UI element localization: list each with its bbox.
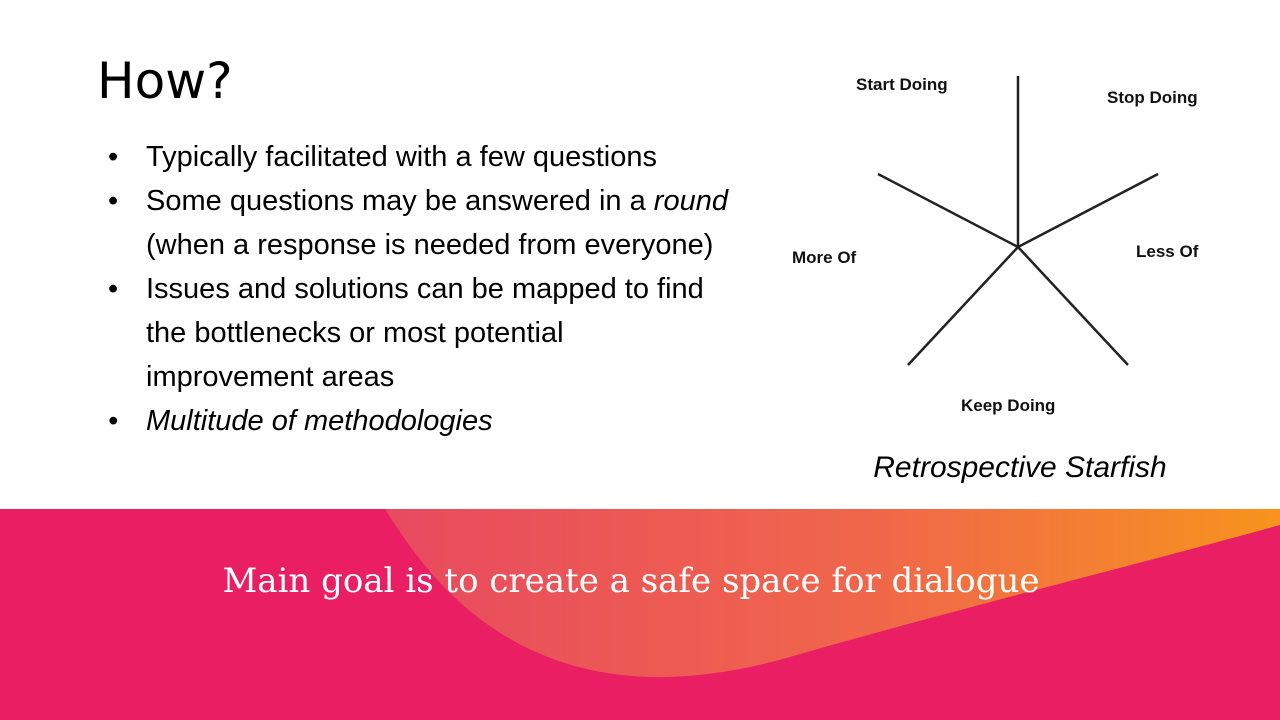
bullet-text-part: Some questions may be answered in a xyxy=(146,185,654,217)
bullet-text: Typically facilitated with a few questio… xyxy=(146,141,657,173)
bullet-text: Issues and solutions can be mapped to fi… xyxy=(146,273,704,393)
bullet-item: Typically facilitated with a few questio… xyxy=(108,135,728,179)
bullet-text-part: (when a response is needed from everyone… xyxy=(146,229,714,261)
bullet-item: Issues and solutions can be mapped to fi… xyxy=(108,267,728,399)
starfish-spoke-keep xyxy=(907,246,1019,366)
label-more-of: More Of xyxy=(792,248,857,267)
label-keep-doing: Keep Doing xyxy=(961,396,1055,415)
starfish-spoke-stop xyxy=(1017,172,1159,249)
bullet-text-emphasis: round xyxy=(653,185,728,217)
slide-title: How? xyxy=(97,52,233,110)
banner-text: Main goal is to create a safe space for … xyxy=(222,561,1040,601)
bottom-banner: Main goal is to create a safe space for … xyxy=(0,509,1280,720)
label-stop-doing: Stop Doing xyxy=(1107,88,1198,107)
bullet-item: Some questions may be answered in a roun… xyxy=(108,179,728,267)
starfish-diagram: Start Doing Stop Doing More Of Less Of K… xyxy=(792,75,1199,415)
starfish-spoke-more xyxy=(877,172,1019,249)
banner-background xyxy=(0,509,1280,720)
bullet-text: Multitude of methodologies xyxy=(146,405,493,437)
diagram-caption: Retrospective Starfish xyxy=(873,451,1167,484)
starfish-spoke-less xyxy=(1017,246,1129,366)
label-start-doing: Start Doing xyxy=(856,75,948,94)
bullet-item: Multitude of methodologies xyxy=(108,399,728,443)
bullet-list: Typically facilitated with a few questio… xyxy=(108,135,728,443)
label-less-of: Less Of xyxy=(1136,242,1199,261)
